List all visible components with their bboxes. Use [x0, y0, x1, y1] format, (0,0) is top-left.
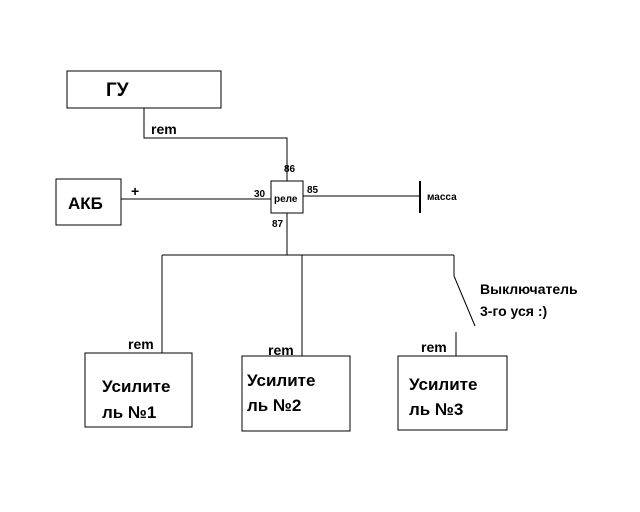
pin-86-label: 86: [284, 164, 296, 175]
switch-label-line1: Выключатель: [480, 281, 578, 297]
pin-87-label: 87: [272, 219, 284, 230]
switch-label-line2: 3-го уся :): [480, 303, 547, 319]
amp2-label-line2: ль №2: [247, 396, 301, 415]
amp1-label-line2: ль №1: [102, 403, 156, 422]
rem-label-amp3: rem: [421, 339, 447, 355]
plus-label: +: [131, 183, 139, 199]
amp2-label-line1: Усилите: [247, 371, 315, 390]
gu-box: [66, 70, 222, 109]
akb-label: АКБ: [68, 194, 103, 213]
switch-lever: [453, 275, 476, 327]
ground-label: масса: [427, 192, 457, 203]
amp3-label-line2: ль №3: [409, 400, 463, 419]
pin-30-label: 30: [254, 189, 266, 200]
amp3-label-line1: Усилите: [409, 375, 477, 394]
akb-box: [55, 178, 122, 226]
amp1-label-line1: Усилите: [102, 377, 170, 396]
rem-label-amp2: rem: [268, 342, 294, 358]
rem-label-top: rem: [151, 121, 177, 137]
amp1-box: [84, 352, 193, 428]
amp3-box: [397, 355, 508, 431]
relay-box: [270, 180, 304, 214]
amp2-box: [241, 355, 351, 432]
relay-label: реле: [274, 194, 298, 205]
pin-85-label: 85: [307, 185, 319, 196]
rem-label-amp1: rem: [128, 336, 154, 352]
gu-label: ГУ: [106, 80, 129, 101]
rem-wire-top: [143, 108, 288, 181]
